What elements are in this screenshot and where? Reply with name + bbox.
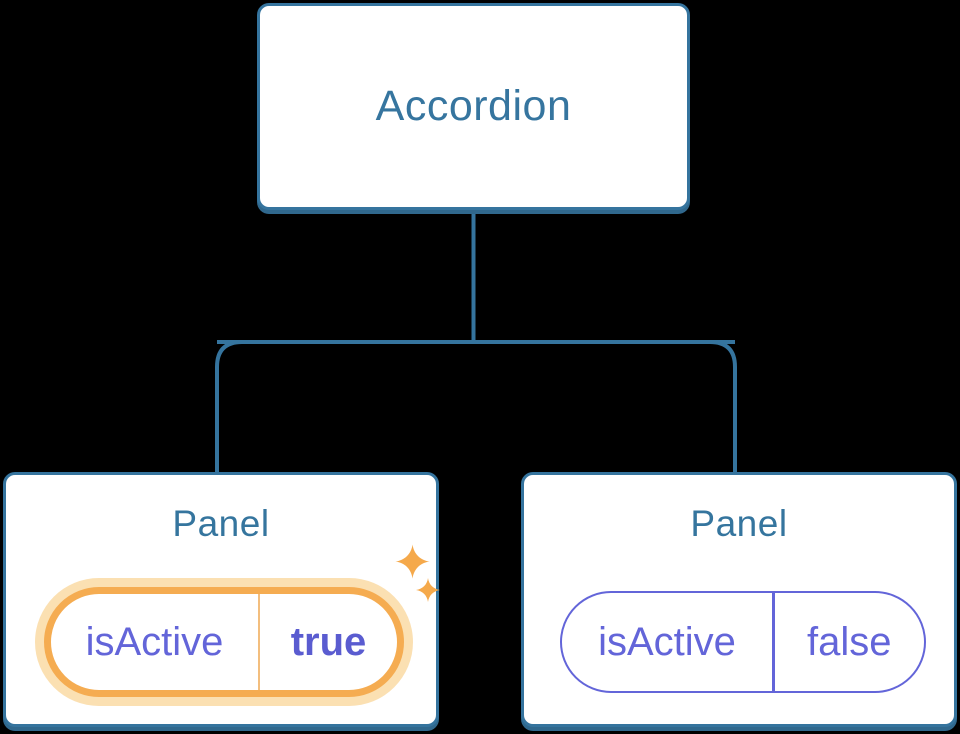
panel-title: Panel [690, 503, 788, 544]
pill-divider [772, 593, 775, 691]
state-pill-active: isActive true [44, 587, 404, 697]
panel-node-inactive: Panel isActive false [521, 472, 957, 727]
prop-name-label: isActive [85, 619, 224, 664]
accordion-node-label: Accordion [375, 82, 572, 130]
panel-title: Panel [172, 503, 270, 544]
prop-value-label: true [290, 619, 367, 664]
panel-node-active: Panel isActive true [3, 472, 440, 727]
pill-divider [258, 594, 260, 690]
prop-name-label: isActive [598, 619, 736, 664]
sparkle-icon [395, 544, 440, 602]
state-pill-inactive: isActive false [560, 591, 926, 693]
accordion-node: Accordion [257, 3, 690, 210]
prop-value-label: false [807, 619, 892, 664]
